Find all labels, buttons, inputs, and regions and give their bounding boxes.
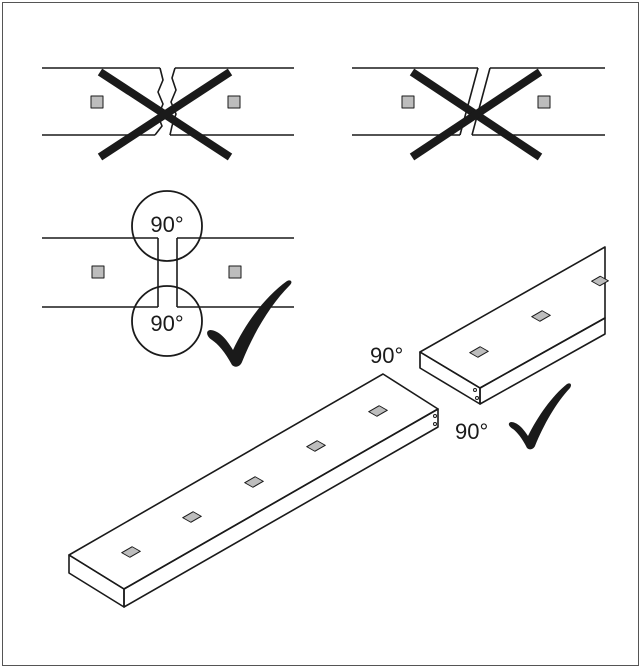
led-chip	[306, 440, 326, 452]
strip-plan-right-piece	[471, 67, 605, 136]
strip-3d-lower-piece	[68, 373, 439, 608]
strip-3d-upper-side-face	[479, 317, 606, 405]
strip-3d-panel: 90° 90°	[68, 246, 609, 608]
led-chip	[91, 265, 105, 279]
cross-mark-icon	[409, 68, 543, 161]
strip-3d-upper-top-face	[419, 246, 606, 389]
angle-callout-circle-bottom	[131, 285, 203, 357]
led-chip	[469, 346, 489, 358]
angle-label-strip-upper: 90°	[370, 343, 403, 368]
angle-callout-circle-top	[131, 190, 203, 262]
led-chip	[182, 511, 202, 523]
strip-plan-left-piece	[42, 237, 159, 308]
strip-3d-lower-front-face	[68, 554, 125, 608]
strip-3d-upper-piece	[419, 246, 609, 405]
led-chip	[537, 95, 551, 109]
led-chip	[227, 95, 241, 109]
led-chip	[90, 95, 104, 109]
angle-label-top: 90°	[150, 212, 183, 237]
wrong-cut-panel-right	[352, 67, 605, 161]
cross-mark-icon	[97, 68, 233, 161]
correct-cut-panel-plan: 90° 90°	[42, 190, 294, 367]
led-chip	[401, 95, 415, 109]
angle-label-strip-lower: 90°	[455, 419, 488, 444]
strip-3d-lower-side-face	[123, 408, 439, 608]
wrong-cut-panel-left	[42, 67, 294, 161]
led-chip	[244, 476, 264, 488]
led-chip	[591, 275, 609, 287]
checkmark-icon	[508, 383, 571, 450]
checkmark-icon	[207, 280, 292, 367]
led-chip	[228, 265, 242, 279]
angle-label-bottom: 90°	[150, 311, 183, 336]
led-chip	[121, 546, 141, 558]
led-chip	[531, 310, 551, 322]
strip-plan-right-piece	[176, 237, 294, 308]
strip-3d-upper-front-face	[419, 351, 481, 405]
led-chip	[368, 405, 388, 417]
